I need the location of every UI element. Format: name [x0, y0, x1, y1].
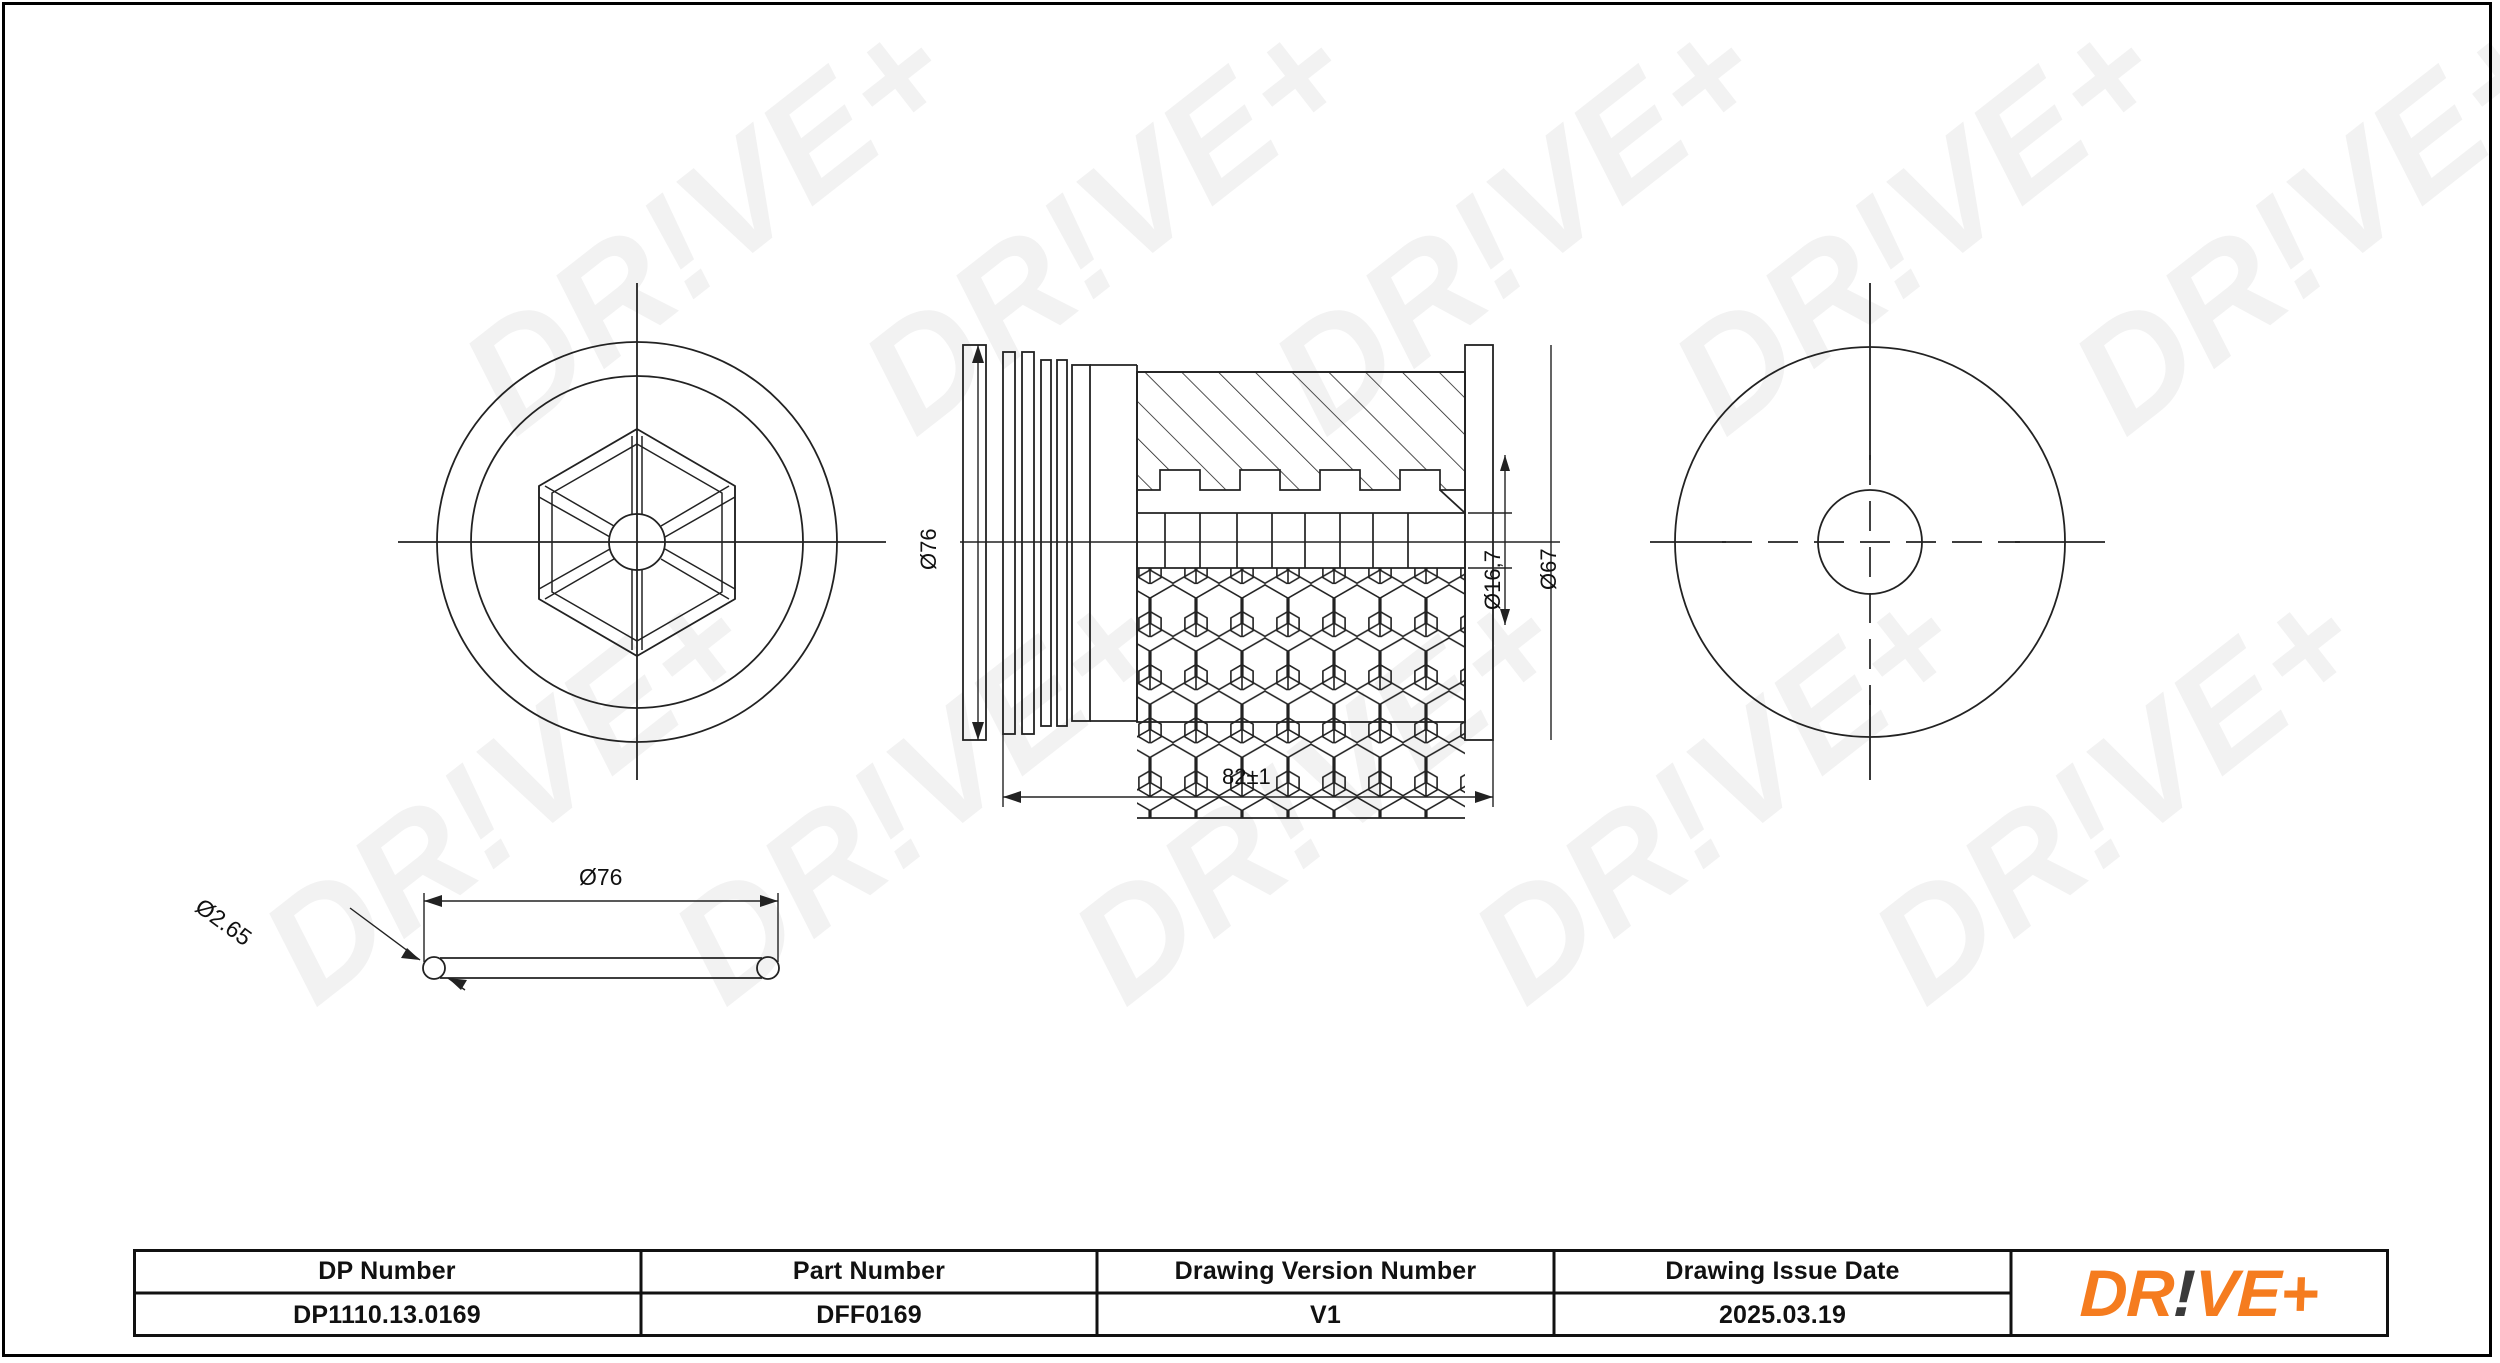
- dim-label-section-inner-diameter: Ø67: [1536, 548, 1561, 590]
- header-drawing-issue-date: Drawing Issue Date: [1665, 1256, 1900, 1285]
- value-drawing-issue-date: 2025.03.19: [1718, 1300, 1847, 1329]
- dim-label-section-outer-diameter: Ø76: [916, 528, 941, 570]
- right-end-view-geometry: [1650, 283, 2105, 780]
- dim-label-section-length: 82±1: [1222, 764, 1271, 789]
- title-block-column-dp-number: DP Number DP1110.13.0169: [133, 1249, 641, 1337]
- value-drawing-version-number: V1: [1310, 1300, 1341, 1329]
- left-end-view-geometry: [398, 283, 886, 780]
- header-dp-number: DP Number: [318, 1256, 456, 1285]
- value-part-number: DFF0169: [816, 1300, 922, 1329]
- title-block-column-part-number: Part Number DFF0169: [641, 1249, 1097, 1337]
- title-block-column-logo: DR!VE+: [2011, 1249, 2386, 1337]
- o-ring-geometry: [349, 893, 780, 991]
- brand-logo: DR!VE+: [2078, 1256, 2319, 1330]
- title-block-grid: [133, 1249, 2389, 1337]
- cross-section-geometry: [960, 344, 1560, 819]
- dim-label-oring-outer-diameter: Ø76: [579, 864, 623, 890]
- brand-logo-bang-icon: !: [2171, 1256, 2196, 1330]
- header-part-number: Part Number: [792, 1256, 946, 1285]
- dim-label-section-bore-diameter: Ø16,7: [1480, 550, 1505, 610]
- brand-logo-part1: DR: [2078, 1256, 2175, 1330]
- value-dp-number: DP1110.13.0169: [293, 1300, 481, 1329]
- brand-logo-part2: VE+: [2192, 1256, 2319, 1330]
- title-block-column-drawing-issue-date: Drawing Issue Date 2025.03.19: [1554, 1249, 2011, 1337]
- title-block: DP Number DP1110.13.0169 Part Number DFF…: [133, 1249, 2389, 1337]
- header-drawing-version-number: Drawing Version Number: [1174, 1256, 1477, 1285]
- title-block-column-drawing-version-number: Drawing Version Number V1: [1097, 1249, 1554, 1337]
